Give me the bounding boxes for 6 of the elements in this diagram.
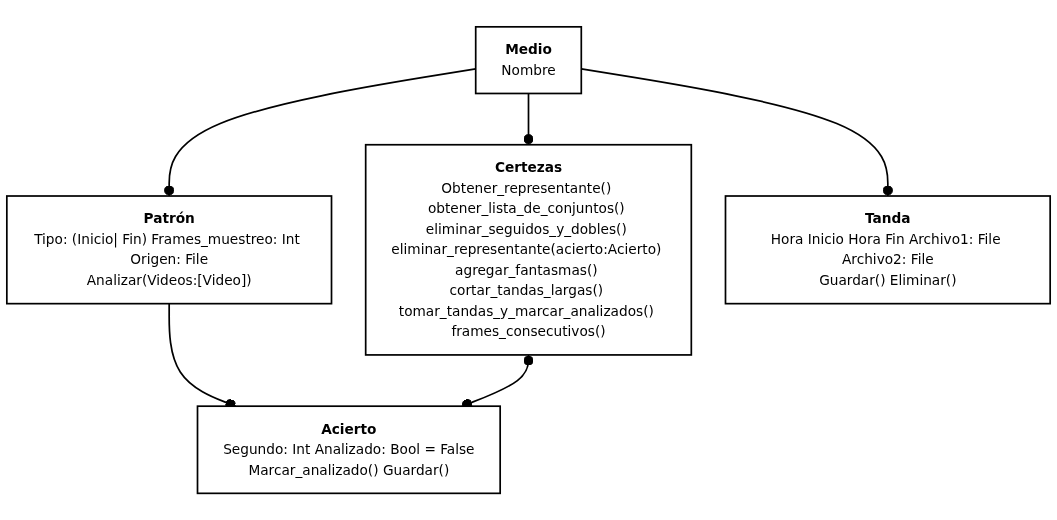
node-box: Acierto Segundo: Int Analizado: Bool = False Marcar_analizado() Guardar(): [196, 405, 501, 495]
node-box: Patrón Tipo: (Inicio| Fin) Frames_muestreo: Int Origen: File Analizar(Videos:[Video]): [6, 195, 333, 305]
connector: [523, 92, 534, 146]
node-box: Tanda Hora Inicio Hora Fin Archivo1: File Archivo2: File Guardar() Eliminar(): [724, 195, 1051, 305]
node-box: Certezas Obtener_representante() obtener_lista_de_conjuntos() eliminar_seguidos_y_dobles() eliminar_representante(acierto:Acierto) agregar_fantasmas() cortar_tandas_largas() tomar_tandas_y_marcar_analizados() frames_consecutivos(): [364, 143, 693, 356]
node-box: Medio Nombre: [474, 25, 583, 95]
